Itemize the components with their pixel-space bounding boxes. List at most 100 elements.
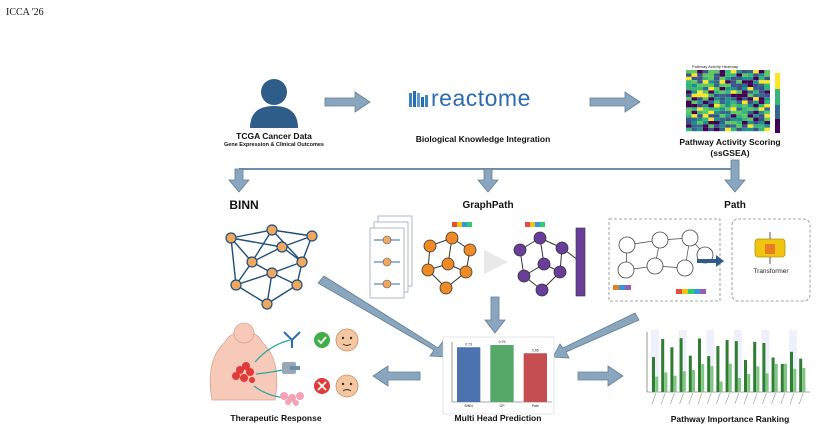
heatmap-cell [708, 104, 714, 108]
importance-bar [707, 356, 711, 392]
heatmap-cell [730, 93, 737, 98]
heatmap-cell [764, 121, 770, 125]
heatmap-cell [725, 93, 731, 98]
heatmap-cell [725, 107, 731, 111]
tick-label [780, 392, 786, 405]
heatmap-cell [719, 127, 726, 132]
bar-category-label: GP [499, 404, 505, 408]
heatmap-cell [730, 121, 737, 125]
bar [457, 347, 481, 402]
heatmap-cell [708, 97, 714, 101]
heatmap-cell [719, 93, 726, 98]
heatmap-cell [736, 114, 742, 118]
heatmap-cell [730, 70, 737, 74]
heatmap-cell [753, 107, 759, 111]
heatmap-cell [714, 110, 720, 115]
heatmap-cell [686, 87, 692, 91]
graphpath-illustration [369, 215, 586, 299]
importance-bar [661, 338, 665, 392]
importance-bar [799, 358, 803, 392]
heatmap-cell [736, 90, 742, 94]
heatmap-cell [697, 110, 703, 115]
heatmap-cell [730, 114, 737, 118]
pathway-heatmap [686, 70, 770, 132]
heatmap-cell [686, 70, 692, 74]
heatmap-cell [725, 110, 731, 115]
heatmap-cell [753, 104, 759, 108]
importance-chart [641, 328, 811, 408]
heatmap-cell [719, 80, 726, 84]
heatmap-cell [736, 100, 742, 104]
heatmap-cell [714, 93, 720, 98]
importance-bar [774, 363, 778, 392]
heatmap-cell [708, 90, 714, 94]
heatmap-cell [697, 114, 703, 118]
heatmap-cell [753, 73, 759, 77]
heatmap-cell [764, 90, 770, 94]
heatmap-cell [742, 87, 748, 91]
importance-bar [747, 374, 751, 392]
importance-bar [698, 338, 701, 392]
heatmap-cell [725, 70, 731, 74]
heatmap-cell [764, 70, 770, 74]
heatmap-cell [702, 90, 709, 94]
heatmap-cell [708, 73, 714, 77]
arrow-reactome-to-ssgsea [589, 91, 641, 113]
tick-label [660, 392, 666, 405]
heatmap-cell [714, 83, 720, 87]
bar-category-label: BINN [464, 404, 473, 408]
person-icon [250, 79, 298, 128]
heatmap-cell [708, 124, 714, 128]
transformer-icon [754, 232, 786, 264]
heatmap-cell [736, 80, 742, 84]
heatmap-cell [730, 110, 737, 115]
heatmap-cell [725, 127, 731, 132]
heatmap-cell [742, 121, 748, 125]
importance-bar [802, 367, 806, 392]
heatmap-cell [702, 121, 709, 125]
importance-bar [771, 357, 775, 392]
heatmap-cell [702, 104, 709, 108]
heatmap-cell [758, 127, 765, 132]
antibody-icon [283, 331, 301, 348]
arrow-graphpath-to-prediction [484, 296, 506, 334]
heatmap-cell [697, 127, 703, 132]
heatmap-cell [719, 70, 726, 74]
conference-header: ICCA '26 [6, 7, 44, 18]
heatmap-cell [691, 80, 698, 84]
reactome-logo-icon [409, 91, 428, 107]
heatmap-cell [702, 107, 709, 111]
heatmap-cell [747, 76, 754, 81]
graphpath-title: GraphPath [462, 200, 514, 211]
importance-bar [692, 369, 695, 392]
importance-bar [762, 342, 766, 392]
ssgsea-caption-line1: Pathway Activity Scoring [679, 137, 781, 147]
heatmap-colorbar [775, 73, 780, 133]
heatmap-cell [714, 114, 720, 118]
drug-spray-icon [282, 362, 300, 374]
heatmap-cell [686, 114, 692, 118]
importance-bar [716, 346, 720, 392]
heatmap-cell [742, 100, 748, 104]
heatmap-cell [764, 100, 770, 104]
heatmap-cell [725, 76, 731, 81]
heatmap-cell [742, 73, 748, 77]
heatmap-cell [708, 117, 714, 121]
importance-bar [710, 366, 714, 392]
heatmap-cell [708, 80, 714, 84]
heatmap-cell [758, 70, 765, 74]
heatmap-cell [725, 73, 731, 77]
heatmap-cell [747, 93, 754, 98]
heatmap-cell [691, 124, 698, 128]
ssgsea-caption-line2: (ssGSEA) [710, 148, 750, 158]
heatmap-cell [702, 124, 709, 128]
heatmap-title: Pathway Activity Heatmap [692, 64, 739, 69]
heatmap-cell [747, 87, 754, 91]
heatmap-cell [753, 97, 759, 101]
heatmap-cell [753, 121, 759, 125]
heatmap-cell [714, 76, 720, 81]
binn-network-icon [225, 224, 318, 310]
heatmap-cell [702, 70, 709, 74]
